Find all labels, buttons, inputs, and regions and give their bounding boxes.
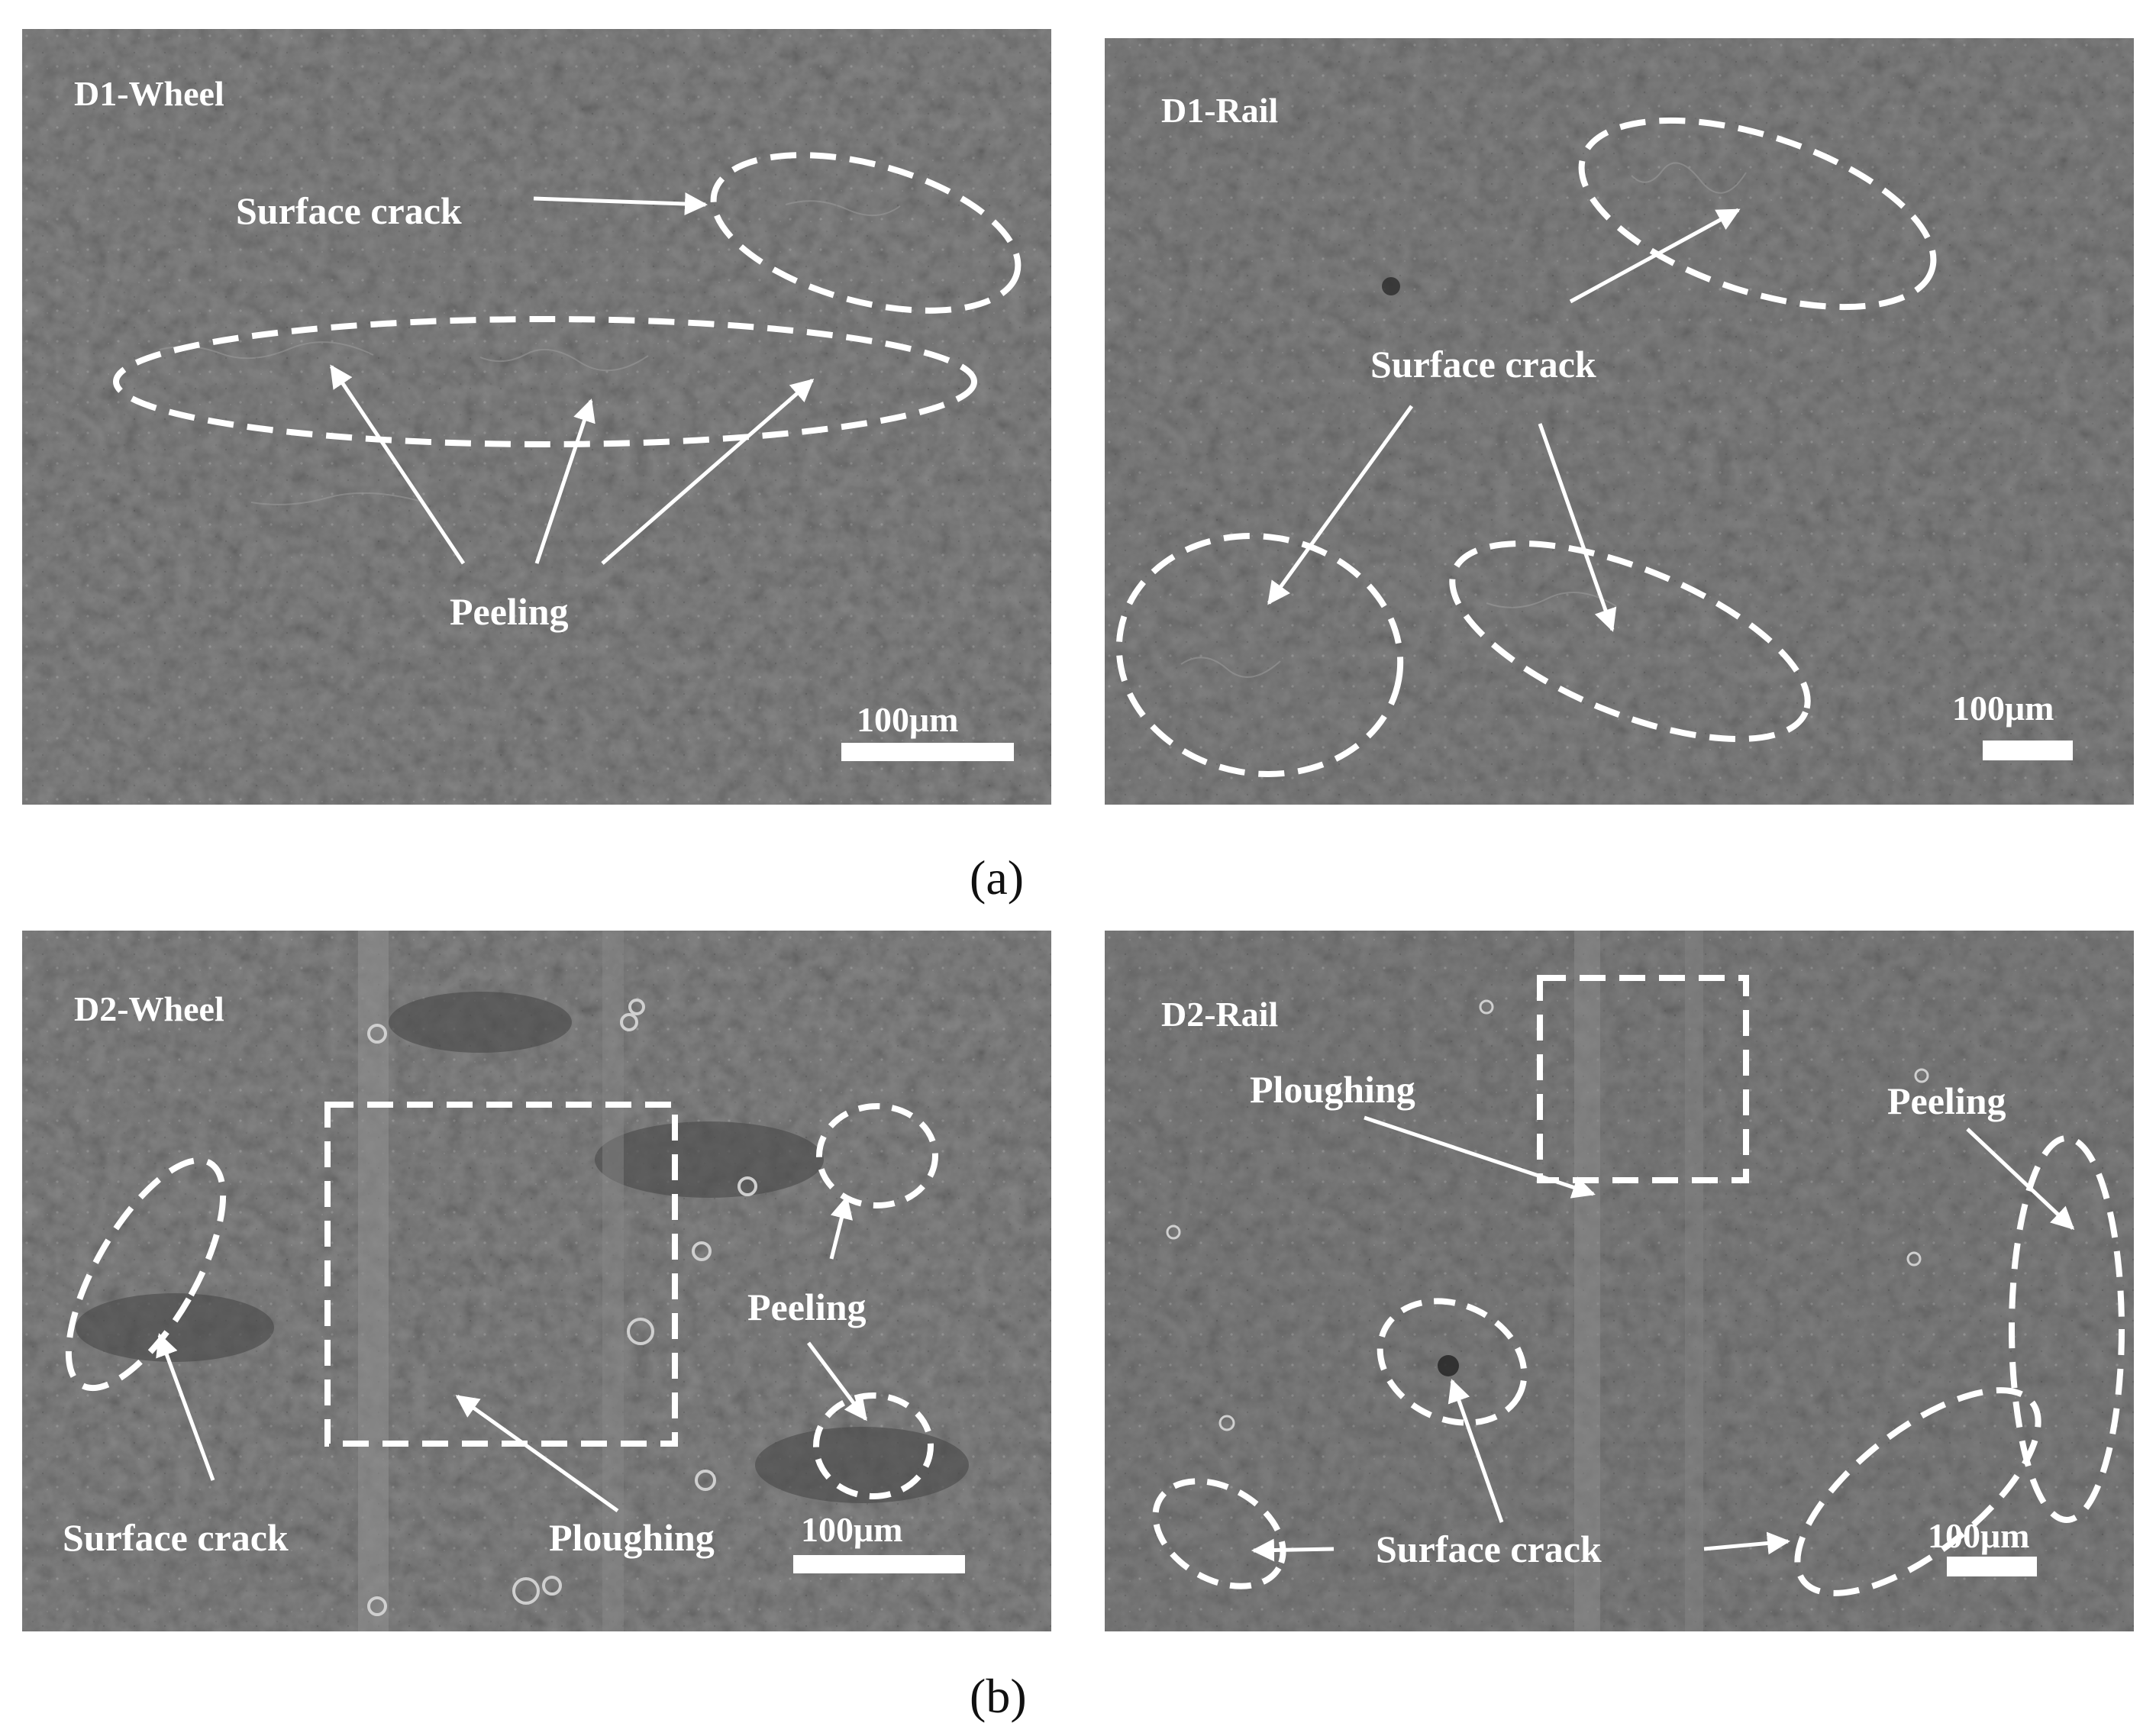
peeling-region	[816, 1103, 938, 1208]
debris-particle	[367, 999, 757, 1616]
arrow	[533, 192, 708, 216]
surface-crack-label: Surface crack	[236, 189, 462, 232]
scale-bar	[841, 743, 1014, 761]
panel-title: D2-Rail	[1161, 995, 1278, 1034]
surface-crack-label: Surface crack	[1370, 343, 1596, 386]
arrow	[1569, 208, 1741, 304]
arrow	[1364, 1115, 1596, 1199]
arrow	[1251, 1538, 1335, 1562]
arrow	[156, 1333, 215, 1481]
scale-bar-label: 100μm	[1952, 689, 2054, 728]
arrow	[534, 399, 595, 564]
surface-crack-region	[1377, 1298, 1528, 1426]
subfigure-label-b: (b)	[970, 1669, 1027, 1723]
scale-bar-label: 100μm	[801, 1510, 902, 1549]
scale-bar	[1947, 1557, 2037, 1576]
debris-particle	[1166, 999, 1929, 1431]
surface-crack-label: Surface crack	[1376, 1528, 1602, 1570]
panel-title: D1-Wheel	[74, 74, 224, 113]
surface-crack-region	[1152, 1478, 1286, 1589]
pit	[1382, 277, 1400, 295]
scale-bar	[793, 1555, 965, 1573]
surface-crack-region	[710, 152, 1022, 314]
arrow	[455, 1394, 619, 1513]
arrow	[829, 1196, 854, 1260]
sem-image-d1-rail: D1-Rail Surface crack 100μm	[1105, 38, 2134, 805]
sem-image-d2-rail: D2-Rail Ploughing Peeling Surface crack …	[1105, 931, 2134, 1631]
sem-image-d1-wheel: D1-Wheel Surface crack Peeling 100μm	[22, 29, 1051, 805]
scale-bar-label: 100μm	[1928, 1516, 2029, 1555]
arrow	[1448, 1379, 1504, 1523]
scale-bar	[1983, 741, 2073, 760]
peeling-label: Peeling	[1887, 1079, 2006, 1122]
peeling-region	[813, 1392, 934, 1499]
ploughing-region	[324, 1102, 678, 1447]
surface-crack-region	[65, 1157, 227, 1392]
arrow	[1538, 423, 1617, 632]
pit	[1438, 1355, 1459, 1376]
ploughing-groove	[358, 931, 624, 1631]
surface-crack-region	[1115, 533, 1404, 777]
ploughing-label: Ploughing	[1250, 1068, 1415, 1111]
arrow	[1966, 1128, 2075, 1231]
arrow	[601, 379, 815, 565]
scale-bar-label: 100μm	[857, 700, 958, 739]
peeling-label: Peeling	[450, 590, 569, 633]
peeling-region	[2009, 1135, 2125, 1523]
peeling-label: Peeling	[747, 1286, 867, 1328]
panel-title: D2-Wheel	[74, 989, 224, 1028]
arrow	[1267, 405, 1414, 605]
ploughing-region	[1537, 975, 1749, 1183]
subfigure-label-a: (a)	[970, 850, 1025, 905]
arrow	[1703, 1531, 1790, 1555]
surface-crack-region	[1578, 117, 1937, 311]
panel-title: D1-Rail	[1161, 91, 1278, 130]
sem-image-d2-wheel: D2-Wheel Peeling Surface crack Ploughing…	[22, 931, 1051, 1631]
arrow	[329, 364, 466, 565]
peeling-region	[113, 316, 977, 447]
ploughing-groove	[1574, 931, 1703, 1631]
ploughing-label: Ploughing	[549, 1516, 715, 1559]
surface-crack-label: Surface crack	[63, 1516, 289, 1559]
arrow	[807, 1341, 867, 1421]
